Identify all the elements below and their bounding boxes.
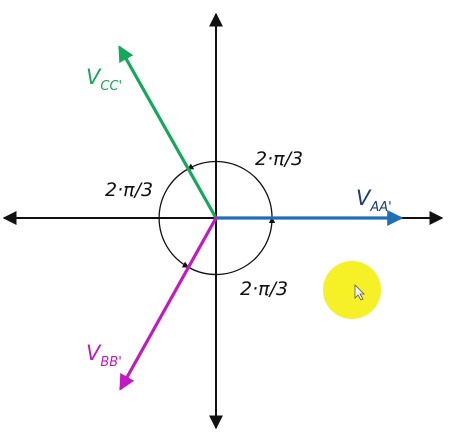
vector-cc: [118, 45, 218, 220]
angle-label-top: 2·π/3: [255, 148, 303, 170]
angle-arc-bottom: [187, 216, 276, 276]
label-vector-cc: VCC': [86, 65, 122, 94]
angle-label-bottom: 2·π/3: [240, 278, 288, 300]
label-vector-aa: VAA': [356, 186, 392, 215]
angle-arc-left: [158, 168, 190, 268]
angle-label-left: 2·π/3: [105, 179, 153, 201]
angle-arc-top: [186, 160, 273, 219]
vector-bb: [119, 216, 218, 391]
mouse-pointer-icon: [354, 284, 365, 301]
cursor-highlight: [323, 261, 381, 319]
label-vector-bb: VBB': [86, 341, 122, 370]
